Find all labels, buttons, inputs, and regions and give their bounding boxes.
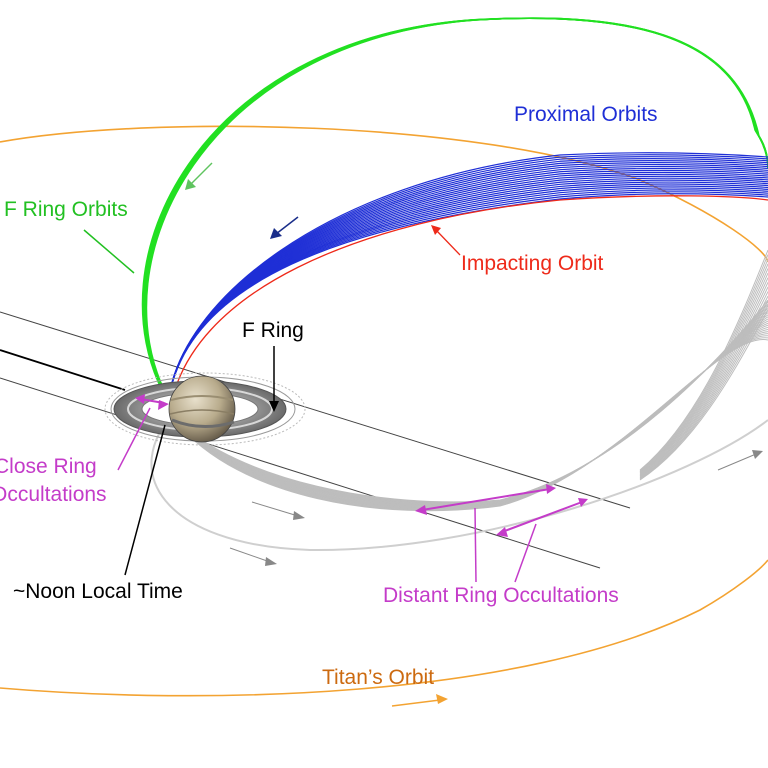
f-ring-orbit bbox=[141, 17, 768, 399]
sun-direction-line bbox=[0, 349, 126, 391]
f-ring-orbit-bundle bbox=[141, 17, 768, 399]
proximal-orbits-arrow bbox=[275, 216, 299, 235]
close-ring-occultations-label-line1: Close Ring bbox=[0, 455, 97, 478]
titans-orbit-label: Titan’s Orbit bbox=[322, 666, 435, 689]
noon-local-time-leader bbox=[124, 424, 166, 576]
gray-orbit-upper bbox=[639, 305, 768, 480]
distant-ring-occultation-arrowhead-2a bbox=[496, 527, 508, 537]
f-ring-orbit bbox=[143, 17, 768, 399]
close-ring-leader bbox=[117, 407, 151, 471]
titan-orbit-arrowhead bbox=[436, 694, 448, 704]
distant-ring-leader-1 bbox=[474, 507, 477, 583]
proximal-orbit bbox=[167, 181, 768, 405]
gray-orbit-upper bbox=[639, 254, 768, 472]
distant-ring-occultation-arrow-1 bbox=[421, 488, 551, 511]
saturn-band bbox=[170, 395, 234, 401]
gray-orbit-bundle bbox=[175, 249, 768, 512]
f-ring-orbit bbox=[144, 17, 768, 399]
proximal-orbit bbox=[167, 193, 768, 405]
gray-orbit-upper bbox=[639, 286, 768, 477]
f-ring-orbit bbox=[144, 17, 768, 399]
proximal-orbit bbox=[167, 169, 768, 405]
titan-orbit bbox=[0, 125, 768, 263]
distant-ring-occultation-arrow-2 bbox=[501, 501, 583, 533]
proximal-orbit bbox=[167, 189, 768, 405]
distant-ring-occultation-arrowhead-2b bbox=[578, 498, 588, 507]
f-ring-orbits-label: F Ring Orbits bbox=[4, 198, 128, 221]
f-ring-orbits-leader bbox=[83, 229, 135, 274]
gray-arrowhead-1 bbox=[293, 511, 305, 520]
reference-line-1 bbox=[0, 311, 631, 509]
proximal-orbit-bundle bbox=[167, 152, 768, 405]
gray-orbit-outer bbox=[150, 411, 768, 552]
saturn-outer-ring-dashed bbox=[104, 372, 306, 446]
saturn-ring-front bbox=[171, 418, 235, 429]
titan-orbit-arrow bbox=[391, 699, 441, 707]
proximal-orbit bbox=[167, 191, 768, 405]
gray-arrow-1 bbox=[251, 501, 299, 517]
close-ring-occultations-label-line2: Occultations bbox=[0, 483, 107, 506]
impacting-orbit bbox=[169, 195, 768, 411]
saturn-planet bbox=[168, 375, 236, 443]
close-ring-occultation-arrowhead-left bbox=[135, 394, 145, 404]
impacting-orbit-leader-arrowhead bbox=[431, 225, 441, 235]
close-ring-occultation-arrowhead-right bbox=[158, 400, 169, 410]
gray-orbit-upper bbox=[639, 268, 768, 474]
f-ring-orbit bbox=[145, 17, 768, 399]
f-ring-orbit bbox=[142, 17, 768, 399]
reference-line-2 bbox=[0, 377, 601, 569]
proximal-orbits-arrowhead bbox=[270, 228, 282, 239]
gray-orbit-upper bbox=[639, 249, 768, 471]
gray-arrow-3 bbox=[717, 453, 757, 471]
saturn-band-2 bbox=[169, 409, 235, 415]
distant-ring-occultation-arrowhead-1a bbox=[415, 505, 427, 515]
impacting-orbit-leader bbox=[435, 229, 461, 256]
f-ring-orbits-arrow bbox=[189, 162, 213, 186]
proximal-orbit bbox=[167, 187, 768, 405]
f-ring-orbit bbox=[145, 17, 768, 399]
gray-orbit-upper bbox=[639, 295, 768, 479]
distant-ring-leader-2 bbox=[514, 523, 537, 583]
gray-arrow-2 bbox=[229, 547, 271, 563]
gray-orbit-upper bbox=[639, 282, 768, 476]
gray-arrowhead-2 bbox=[265, 557, 277, 566]
f-ring-leader-arrowhead bbox=[269, 401, 279, 412]
gray-orbit-upper bbox=[639, 291, 768, 478]
proximal-orbit bbox=[167, 179, 768, 405]
noon-local-time-label: ~Noon Local Time bbox=[13, 580, 183, 603]
proximal-orbit bbox=[167, 167, 768, 405]
f-ring-orbit bbox=[142, 17, 768, 399]
impacting-orbit-label: Impacting Orbit bbox=[461, 252, 604, 275]
f-ring-label: F Ring bbox=[242, 319, 304, 342]
f-ring-orbits-arrowhead bbox=[185, 179, 196, 190]
proximal-orbit bbox=[167, 183, 768, 405]
gray-orbit-upper bbox=[639, 272, 768, 475]
gray-orbit-upper bbox=[639, 277, 768, 476]
gray-orbit-upper bbox=[639, 300, 768, 479]
gray-orbit bbox=[175, 339, 768, 512]
distant-ring-occultations-label: Distant Ring Occultations bbox=[383, 584, 619, 607]
proximal-orbits-label: Proximal Orbits bbox=[514, 103, 658, 126]
titan-orbit-lower bbox=[0, 559, 768, 697]
distant-ring-occultation-arrowhead-1b bbox=[546, 484, 556, 494]
gray-orbit-upper bbox=[639, 309, 768, 481]
gray-orbit-upper bbox=[639, 263, 768, 473]
gray-orbit-upper bbox=[639, 259, 768, 472]
gray-arrowhead-3 bbox=[752, 450, 763, 459]
proximal-orbit bbox=[167, 185, 768, 405]
